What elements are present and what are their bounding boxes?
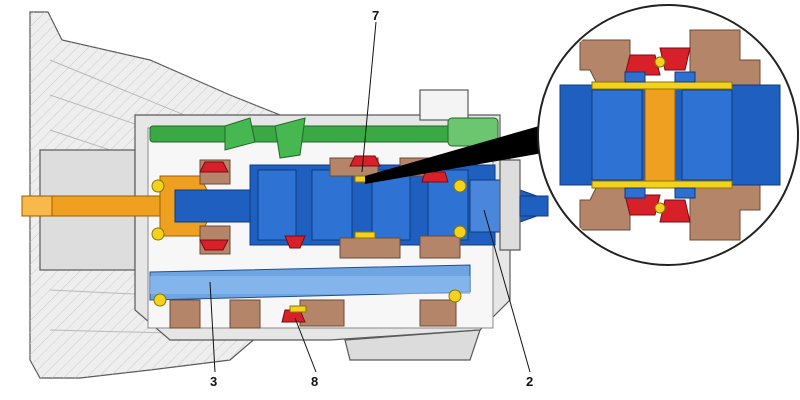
callout-7: 7 [372,8,379,23]
zoom-wedge [365,120,560,184]
callout-8: 8 [311,374,318,389]
output-flange [499,159,549,251]
synchronizers [199,155,449,323]
callout-leaders [209,21,531,373]
callout-2: 2 [526,374,533,389]
zoom-detail [537,4,799,266]
counter-shaft [149,264,471,301]
shift-rod [149,117,499,159]
callout-3: 3 [210,374,217,389]
